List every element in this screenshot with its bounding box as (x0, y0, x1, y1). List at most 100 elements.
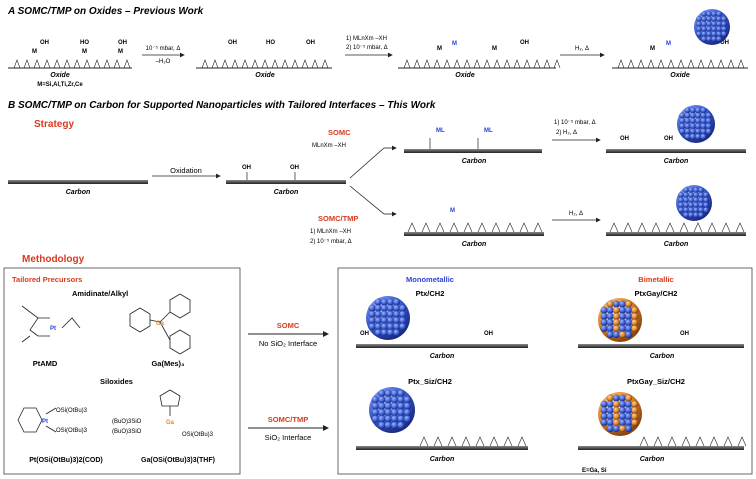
step1-text: 10⁻⁵ mbar, Δ (146, 45, 181, 52)
carbon-bar-bi-si (578, 446, 744, 450)
route-somc-label: SOMC (277, 321, 300, 330)
section-a-title: A SOMC/TMP on Oxides – Previous Work (7, 6, 204, 17)
somc-graft-1: ML (436, 128, 445, 134)
step3-text: H₂, Δ (575, 46, 589, 52)
pt-cod-structure (17, 407, 57, 433)
oh-mono-2: OH (484, 331, 493, 337)
metal-note: M=Si,Al,Ti,Zr,Ce (37, 82, 83, 88)
carbon-label-bi-si: Carbon (640, 456, 665, 463)
methodology-label: Methodology (22, 254, 85, 265)
precursor-title: Tailored Precursors (12, 275, 82, 284)
tmp-step2: 2) 10⁻⁵ mbar, Δ (310, 238, 352, 245)
precursor-box (3, 267, 241, 475)
pt-cod-osi1: OSi(OtBu)3 (56, 408, 88, 414)
a4-m-1: M (650, 46, 655, 52)
carbon-bar-tmp-np (606, 232, 746, 236)
mono-title: Monometallic (406, 275, 454, 284)
nanoparticle-mono-si (369, 387, 415, 433)
oxide-label-4: Oxide (670, 72, 690, 79)
a-oh-2: HO (80, 40, 89, 46)
a-m-2: M (82, 49, 87, 55)
a-m-1: M (32, 49, 37, 55)
branch-down (349, 185, 385, 215)
carbon-label-bi: Carbon (650, 353, 675, 360)
oxide-label-3: Oxide (455, 72, 475, 79)
oh-somc-np-1: OH (620, 136, 629, 142)
somc-reagent: MLnXm –XH (312, 143, 346, 149)
carbon-label-plain: Carbon (66, 189, 91, 196)
ga-thf-osi2: (BuO)3SiO (112, 429, 142, 435)
carbon-bar-somc (404, 149, 542, 153)
nanoparticle-bi-si (598, 392, 642, 436)
somc-label: SOMC (328, 128, 351, 137)
route-somc-note: No SiO₂ Interface (259, 339, 317, 348)
section-b-title: B SOMC/TMP on Carbon for Supported Nanop… (8, 100, 436, 111)
strategy-label: Strategy (34, 119, 74, 130)
a4-m-center: M (666, 41, 671, 47)
carbon-label-oxidized: Carbon (274, 189, 299, 196)
ga-thf-osi3: OSi(OtBu)3 (182, 432, 214, 438)
carbon-bar-plain (8, 180, 148, 184)
e-note: E=Ga, Si (582, 468, 607, 474)
nanoparticle-a (694, 9, 730, 45)
step2a-text: 1) MLnXm –XH (346, 36, 387, 42)
step1b-text: –H₂O (156, 59, 171, 65)
a-oh-1: OH (40, 40, 49, 46)
siloxides-label: Siloxides (100, 377, 133, 386)
tmp-m-center: M (450, 208, 455, 214)
carbon-label-somc-np: Carbon (664, 158, 689, 165)
ga-thf-label: Ga(OSi(OtBu)3)3(THF) (141, 457, 215, 464)
carbon-bar-mono (356, 344, 528, 348)
oxide-label-2: Oxide (255, 72, 275, 79)
tmp-after: H₂, Δ (569, 211, 583, 217)
a2-oh-1: OH (228, 40, 237, 46)
carbon-label-tmp-np: Carbon (664, 241, 689, 248)
route-tmp-note: SiO₂ Interface (265, 433, 312, 442)
a3-oh: OH (520, 40, 529, 46)
results-box (337, 267, 753, 475)
carbon-bar-somc-np (606, 149, 746, 153)
amidinate-label: Amidinate/Alkyl (72, 289, 128, 298)
step2b-text: 2) 10⁻⁵ mbar, Δ (346, 44, 388, 51)
oh-somc-np-2: OH (664, 136, 673, 142)
somc-after2: 2) H₂, Δ (556, 130, 577, 136)
oh-mono-1: OH (360, 331, 369, 337)
ga-thf-osi1: (BuO)3SiO (112, 419, 142, 425)
pt-cod-pt: Pt (42, 419, 48, 425)
oxidation-text: Oxidation (170, 166, 202, 175)
carbon-bar-bi (578, 344, 744, 348)
ptamd-structure (21, 305, 81, 343)
carbon-bar-mono-si (356, 446, 528, 450)
carbon-label-somc: Carbon (462, 158, 487, 165)
oxide-label-1: Oxide (50, 72, 70, 79)
branch-up (349, 147, 385, 179)
oh-bi-1: OH (680, 331, 689, 337)
a3-m-2: M (492, 46, 497, 52)
games-label: Ga(Mes)₃ (151, 359, 185, 368)
ptga-si-c-label: PtxGay_Siz/CH2 (627, 377, 685, 386)
carbon-label-mono-si: Carbon (430, 456, 455, 463)
route-tmp-label: SOMC/TMP (268, 415, 308, 424)
oh-oxidized-1: OH (242, 165, 251, 171)
nanoparticle-tmp (676, 185, 712, 221)
nanoparticle-mono (366, 296, 410, 340)
a3-m-center: M (452, 41, 457, 47)
nanoparticle-bi (598, 298, 642, 342)
a2-ho-2: HO (266, 40, 275, 46)
carbon-bar-oxidized (226, 180, 346, 184)
a4-oh: OH (720, 40, 729, 46)
tmp-step1: 1) MLnXm –XH (310, 229, 351, 235)
pt-cod-label: Pt(OSi(OtBu)3)2(COD) (29, 457, 103, 464)
somc-after1: 1) 10⁻⁵ mbar, Δ (554, 119, 596, 126)
carbon-bar-tmp (404, 232, 544, 236)
a2-oh-3: OH (306, 40, 315, 46)
pt-c-label: Ptx/CH2 (416, 289, 445, 298)
a-m-3: M (118, 49, 123, 55)
ptamd-pt: Pt (50, 326, 56, 332)
pt-cod-osi2: OSi(OtBu)3 (56, 428, 88, 434)
a-oh-3: OH (118, 40, 127, 46)
nanoparticle-somc (677, 105, 715, 143)
oh-oxidized-2: OH (290, 165, 299, 171)
games-ga: Ga (156, 321, 165, 327)
